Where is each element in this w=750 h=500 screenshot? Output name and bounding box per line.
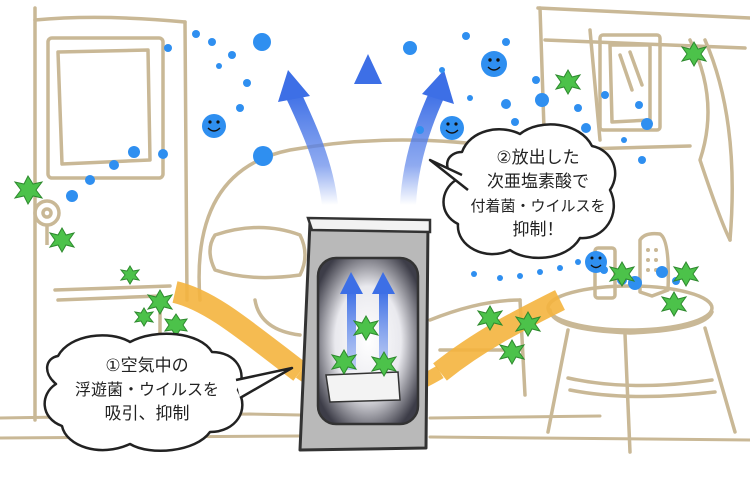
callout-release-line-2: 次亜塩素酸で: [487, 172, 589, 192]
side-table: [546, 284, 737, 454]
callout-release-line-3: 付着菌・ウイルスを: [470, 197, 606, 215]
phone-keypad: [646, 248, 658, 272]
callout-intake-line-3: 吸引、抑制: [104, 404, 190, 424]
germ-particles: [13, 40, 708, 378]
inner-airflow-arrows: [340, 272, 395, 370]
smiley-particle-top-right: [481, 51, 507, 77]
callout-bubble-release: [428, 123, 617, 260]
callout-intake-line-2: 浮遊菌・ウイルスを: [74, 380, 219, 399]
airflow-out-arrows: [278, 54, 454, 206]
smiley-particle-left: [202, 114, 226, 138]
callout-release-text: ②放出した 次亜塩素酸で 付着菌・ウイルスを 抑制！: [456, 146, 620, 242]
callout-bubble-intake: [43, 332, 294, 452]
door-knob: [33, 199, 61, 245]
callout-release-line-4: 抑制！: [512, 220, 564, 240]
smiley-particle-table: [585, 251, 607, 273]
smiley-particle-mid: [440, 116, 464, 140]
callout-release-line-1: ②放出した: [496, 148, 580, 168]
callout-intake-line-1: ①空気中の: [105, 356, 189, 376]
callout-intake-text: ①空気中の 浮遊菌・ウイルスを 吸引、抑制: [52, 354, 242, 426]
